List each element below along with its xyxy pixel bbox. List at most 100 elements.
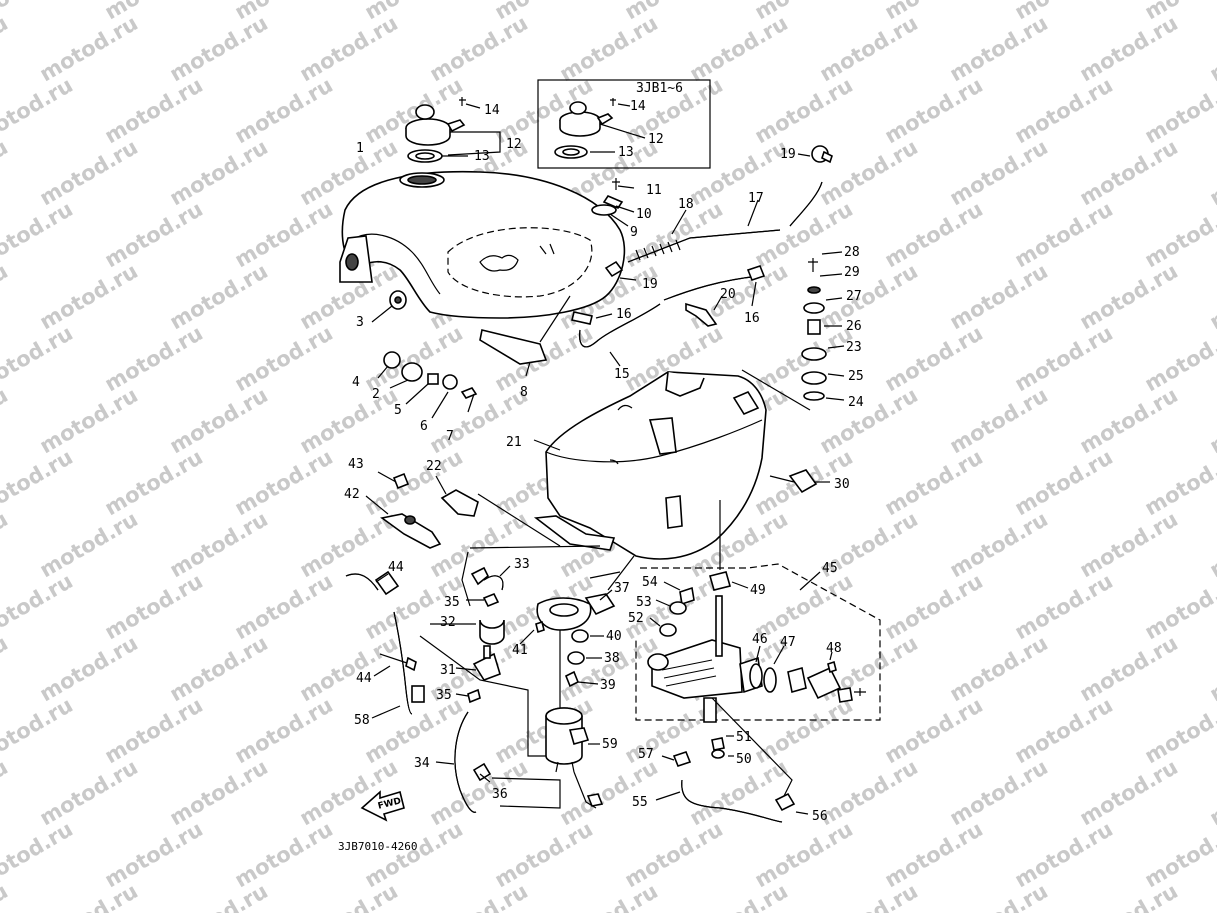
callout-35a: 35 <box>444 595 460 610</box>
petcock-bracket <box>519 571 621 708</box>
watermark-text: motod.ru <box>231 321 337 396</box>
watermark-text: motod.ru <box>816 879 922 913</box>
watermark-text: motod.ru <box>1206 507 1217 582</box>
inset-callout-14: 14 <box>630 99 646 114</box>
callout-36: 36 <box>492 787 508 802</box>
watermark-text: motod.ru <box>1141 197 1217 272</box>
watermark-text: motod.ru <box>166 383 272 458</box>
callout-32: 32 <box>440 615 456 630</box>
watermark-text: motod.ru <box>816 755 922 830</box>
watermark-text: motod.ru <box>36 135 142 210</box>
watermark-text: motod.ru <box>1141 321 1217 396</box>
watermark-text: motod.ru <box>101 569 207 644</box>
watermark-text: motod.ru <box>1011 569 1117 644</box>
watermark-text: motod.ru <box>881 445 987 520</box>
callout-49: 49 <box>750 583 766 598</box>
watermark-text: motod.ru <box>36 11 142 86</box>
watermark-text: motod.ru <box>0 631 12 706</box>
callout-2: 2 <box>372 387 380 402</box>
callout-20: 20 <box>720 287 736 302</box>
watermark-text: motod.ru <box>36 259 142 334</box>
callout-34: 34 <box>414 756 430 771</box>
callout-27: 27 <box>846 289 862 304</box>
watermark-text: motod.ru <box>231 73 337 148</box>
watermark-text: motod.ru <box>686 11 792 86</box>
callout-55: 55 <box>632 795 648 810</box>
watermark-text: motod.ru <box>1141 73 1217 148</box>
watermark-text: motod.ru <box>0 383 12 458</box>
watermark-text: motod.ru <box>1206 383 1217 458</box>
watermark-text: motod.ru <box>1206 259 1217 334</box>
watermark-text: motod.ru <box>1206 755 1217 830</box>
watermark-text: motod.ru <box>0 321 77 396</box>
watermark-text: motod.ru <box>1011 817 1117 892</box>
callout-47: 47 <box>780 635 796 650</box>
lower-fuel-tank <box>533 371 767 591</box>
petcock-assembly <box>635 563 881 801</box>
callout-40: 40 <box>606 629 622 644</box>
callout-53: 53 <box>636 595 652 610</box>
callout-58: 58 <box>354 713 370 728</box>
watermark-text: motod.ru <box>231 197 337 272</box>
watermark-text: motod.ru <box>1141 693 1217 768</box>
callout-45: 45 <box>822 561 838 576</box>
callout-17: 17 <box>748 191 764 206</box>
watermark-text: motod.ru <box>1076 879 1182 913</box>
callout-39: 39 <box>600 678 616 693</box>
watermark-text: motod.ru <box>946 383 1052 458</box>
watermark-text: motod.ru <box>816 259 922 334</box>
callout-56: 56 <box>812 809 828 824</box>
bracket-parts <box>365 471 601 549</box>
watermark-text: motod.ru <box>0 11 12 86</box>
watermark-text: motod.ru <box>231 445 337 520</box>
callout-50: 50 <box>736 752 752 767</box>
callout-33: 33 <box>514 557 530 572</box>
callout-38: 38 <box>604 651 620 666</box>
watermark-text: motod.ru <box>36 383 142 458</box>
watermark-text: motod.ru <box>101 197 207 272</box>
watermark-text: motod.ru <box>1076 507 1182 582</box>
callout-15: 15 <box>614 367 630 382</box>
watermark-text: motod.ru <box>166 135 272 210</box>
watermark-text: motod.ru <box>1011 693 1117 768</box>
watermark-text: motod.ru <box>1206 879 1217 913</box>
watermark-text: motod.ru <box>0 0 77 24</box>
watermark-text: motod.ru <box>0 693 77 768</box>
callout-48: 48 <box>826 641 842 656</box>
watermark-text: motod.ru <box>296 879 402 913</box>
watermark-text: motod.ru <box>101 445 207 520</box>
callout-44b: 44 <box>356 671 372 686</box>
watermark-text: motod.ru <box>166 11 272 86</box>
watermark-text: motod.ru <box>166 631 272 706</box>
watermark-text: motod.ru <box>296 383 402 458</box>
callout-29: 29 <box>844 265 860 280</box>
watermark-text: motod.ru <box>1076 135 1182 210</box>
watermark-text: motod.ru <box>0 197 77 272</box>
watermark-text: motod.ru <box>1076 259 1182 334</box>
watermark-text: motod.ru <box>1206 135 1217 210</box>
watermark-text: motod.ru <box>101 321 207 396</box>
watermark-text: motod.ru <box>101 693 207 768</box>
inset-callout-12: 12 <box>648 132 664 147</box>
tank-bracket <box>479 295 571 377</box>
callout-30: 30 <box>834 477 850 492</box>
watermark-text: motod.ru <box>36 755 142 830</box>
callout-24: 24 <box>848 395 864 410</box>
watermark-text: motod.ru <box>36 507 142 582</box>
watermark-text: motod.ru <box>0 259 12 334</box>
watermark-text: motod.ru <box>946 259 1052 334</box>
watermark-text: motod.ru <box>491 817 597 892</box>
callout-43: 43 <box>348 457 364 472</box>
callout-1: 1 <box>356 141 364 156</box>
drain-hoses <box>571 265 766 367</box>
watermark-text: motod.ru <box>0 507 12 582</box>
watermark-text: motod.ru <box>101 817 207 892</box>
watermark-text: motod.ru <box>0 445 77 520</box>
watermark-text: motod.ru <box>231 569 337 644</box>
watermark-text: motod.ru <box>1141 445 1217 520</box>
callout-54: 54 <box>642 575 658 590</box>
watermark-text: motod.ru <box>881 693 987 768</box>
callout-13: 13 <box>474 149 490 164</box>
watermark-text: motod.ru <box>101 73 207 148</box>
callout-6: 6 <box>420 419 428 434</box>
